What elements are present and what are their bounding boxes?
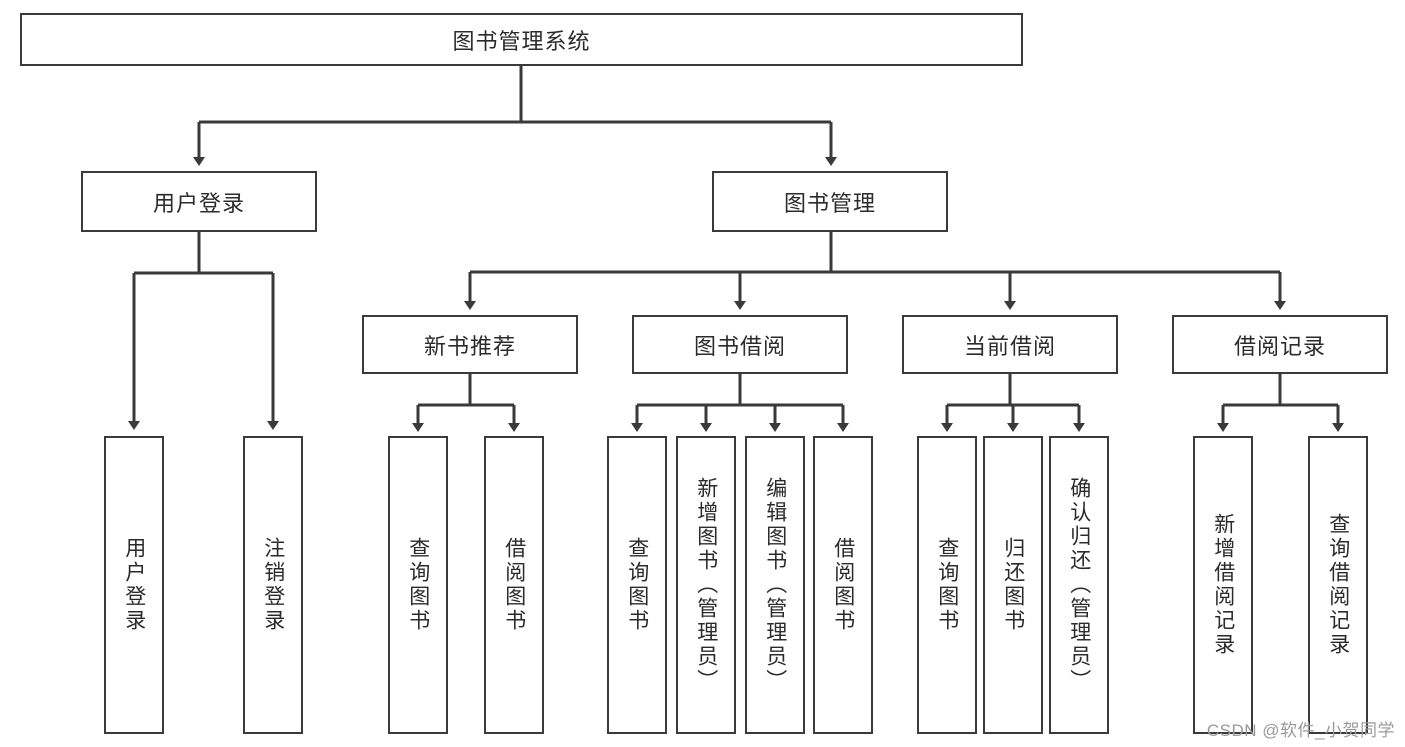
node-leaf-add-book-label: 新增图书（管理员） <box>694 477 718 693</box>
node-leaf-user-logout[interactable]: 注销登录 <box>243 436 303 734</box>
node-leaf-add-record[interactable]: 新增借阅记录 <box>1193 436 1253 734</box>
node-leaf-query-record[interactable]: 查询借阅记录 <box>1308 436 1368 734</box>
node-book-borrow[interactable]: 图书借阅 <box>632 315 848 374</box>
node-leaf-return-book[interactable]: 归还图书 <box>983 436 1043 734</box>
node-borrow-record[interactable]: 借阅记录 <box>1172 315 1388 374</box>
node-leaf-query-record-label: 查询借阅记录 <box>1326 513 1350 657</box>
node-leaf-edit-book[interactable]: 编辑图书（管理员） <box>745 436 805 734</box>
node-current-borrow[interactable]: 当前借阅 <box>902 315 1118 374</box>
node-leaf-borrow-book-1[interactable]: 借阅图书 <box>484 436 544 734</box>
node-leaf-confirm-return[interactable]: 确认归还（管理员） <box>1049 436 1109 734</box>
node-book-manage-label: 图书管理 <box>783 190 876 216</box>
node-leaf-query-book-2[interactable]: 查询图书 <box>607 436 667 734</box>
node-leaf-add-record-label: 新增借阅记录 <box>1211 513 1235 657</box>
node-leaf-borrow-book-1-label: 借阅图书 <box>502 537 526 633</box>
node-leaf-user-login[interactable]: 用户登录 <box>104 436 164 734</box>
node-leaf-edit-book-label: 编辑图书（管理员） <box>763 477 787 693</box>
node-user-login[interactable]: 用户登录 <box>81 171 317 232</box>
node-book-manage[interactable]: 图书管理 <box>712 171 948 232</box>
node-root[interactable]: 图书管理系统 <box>20 13 1023 66</box>
node-leaf-query-book-3-label: 查询图书 <box>935 537 959 633</box>
node-leaf-query-book-1-label: 查询图书 <box>406 537 430 633</box>
node-new-book-rec[interactable]: 新书推荐 <box>362 315 578 374</box>
node-leaf-borrow-book-2-label: 借阅图书 <box>831 537 855 633</box>
node-leaf-confirm-return-label: 确认归还（管理员） <box>1067 477 1091 693</box>
node-leaf-user-login-label: 用户登录 <box>122 537 146 633</box>
node-book-borrow-label: 图书借阅 <box>693 333 786 359</box>
node-leaf-borrow-book-2[interactable]: 借阅图书 <box>813 436 873 734</box>
node-borrow-record-label: 借阅记录 <box>1233 333 1326 359</box>
node-leaf-query-book-1[interactable]: 查询图书 <box>388 436 448 734</box>
node-leaf-user-logout-label: 注销登录 <box>261 537 285 633</box>
node-leaf-query-book-2-label: 查询图书 <box>625 537 649 633</box>
node-leaf-add-book[interactable]: 新增图书（管理员） <box>676 436 736 734</box>
node-leaf-query-book-3[interactable]: 查询图书 <box>917 436 977 734</box>
node-new-book-rec-label: 新书推荐 <box>423 333 516 359</box>
watermark: CSDN @软件_小贺同学 <box>1206 721 1395 740</box>
node-leaf-return-book-label: 归还图书 <box>1001 537 1025 633</box>
node-current-borrow-label: 当前借阅 <box>963 333 1056 359</box>
node-root-label: 图书管理系统 <box>452 28 591 54</box>
node-user-login-label: 用户登录 <box>152 190 245 216</box>
